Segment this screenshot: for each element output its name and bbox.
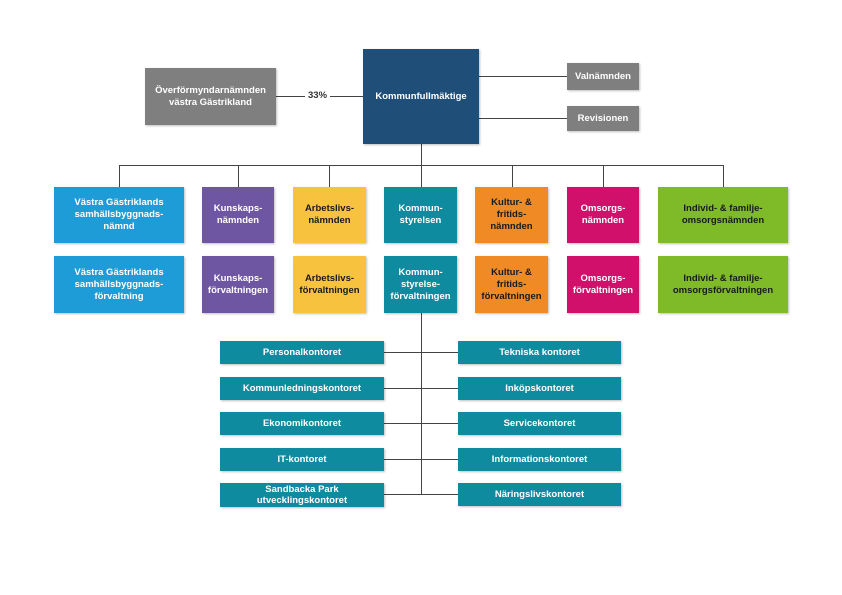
administration-box-7: Individ- & familje- omsorgsförvaltningen [658, 256, 788, 313]
committee-box-6: Omsorgs- nämnden [567, 187, 639, 243]
office-box-left-4: IT-kontoret [220, 448, 384, 471]
office-box-right-4: Informationskontoret [458, 448, 621, 471]
connector-office-row-4 [383, 459, 458, 460]
administration-box-1: Västra Gästriklands samhällsbyggnads- fö… [54, 256, 184, 313]
office-box-left-3: Ekonomikontoret [220, 412, 384, 435]
committee-box-5: Kultur- & fritids- nämnden [475, 187, 548, 243]
administration-box-4: Kommun- styrelse- förvaltningen [384, 256, 457, 313]
committee-box-4: Kommun- styrelsen [384, 187, 457, 243]
connector-council-audit [479, 118, 567, 119]
connector-office-row-3 [383, 423, 458, 424]
municipal-council-box: Kommunfullmäktige [363, 49, 479, 144]
administration-box-2: Kunskaps- förvaltningen [202, 256, 274, 313]
committee-box-1: Västra Gästriklands samhällsbyggnads- nä… [54, 187, 184, 243]
guardian-committee-box: Överförmyndarnämnden västra Gästrikland [145, 68, 276, 125]
administration-box-3: Arbetslivs- förvaltningen [293, 256, 366, 313]
committee-box-3: Arbetslivs- nämnden [293, 187, 366, 243]
office-box-left-5: Sandbacka Park utvecklingskontoret [220, 483, 384, 507]
connector-council-election [479, 76, 567, 77]
connector-drop-6 [603, 165, 604, 187]
audit-box: Revisionen [567, 106, 639, 131]
connector-office-row-5 [383, 494, 458, 495]
office-box-right-1: Tekniska kontoret [458, 341, 621, 364]
office-box-right-2: Inköpskontoret [458, 377, 621, 400]
office-box-right-5: Näringslivskontoret [458, 483, 621, 506]
connector-drop-7 [723, 165, 724, 187]
ownership-share-label: 33% [305, 90, 331, 101]
office-box-left-1: Personalkontoret [220, 341, 384, 364]
committee-box-7: Individ- & familje- omsorgsnämnden [658, 187, 788, 243]
connector-drop-5 [512, 165, 513, 187]
administration-box-5: Kultur- & fritids- förvaltningen [475, 256, 548, 313]
administration-box-6: Omsorgs- förvaltningen [567, 256, 639, 313]
office-box-right-3: Servicekontoret [458, 412, 621, 435]
connector-office-row-2 [383, 388, 458, 389]
connector-drop-2 [238, 165, 239, 187]
office-box-left-2: Kommunledningskontoret [220, 377, 384, 400]
connector-office-row-1 [383, 352, 458, 353]
connector-drop-1 [119, 165, 120, 187]
committee-box-2: Kunskaps- nämnden [202, 187, 274, 243]
connector-office-trunk [421, 313, 422, 494]
connector-council-trunk [421, 143, 422, 166]
election-committee-box: Valnämnden [567, 63, 639, 90]
connector-drop-3 [329, 165, 330, 187]
connector-drop-4 [421, 165, 422, 187]
